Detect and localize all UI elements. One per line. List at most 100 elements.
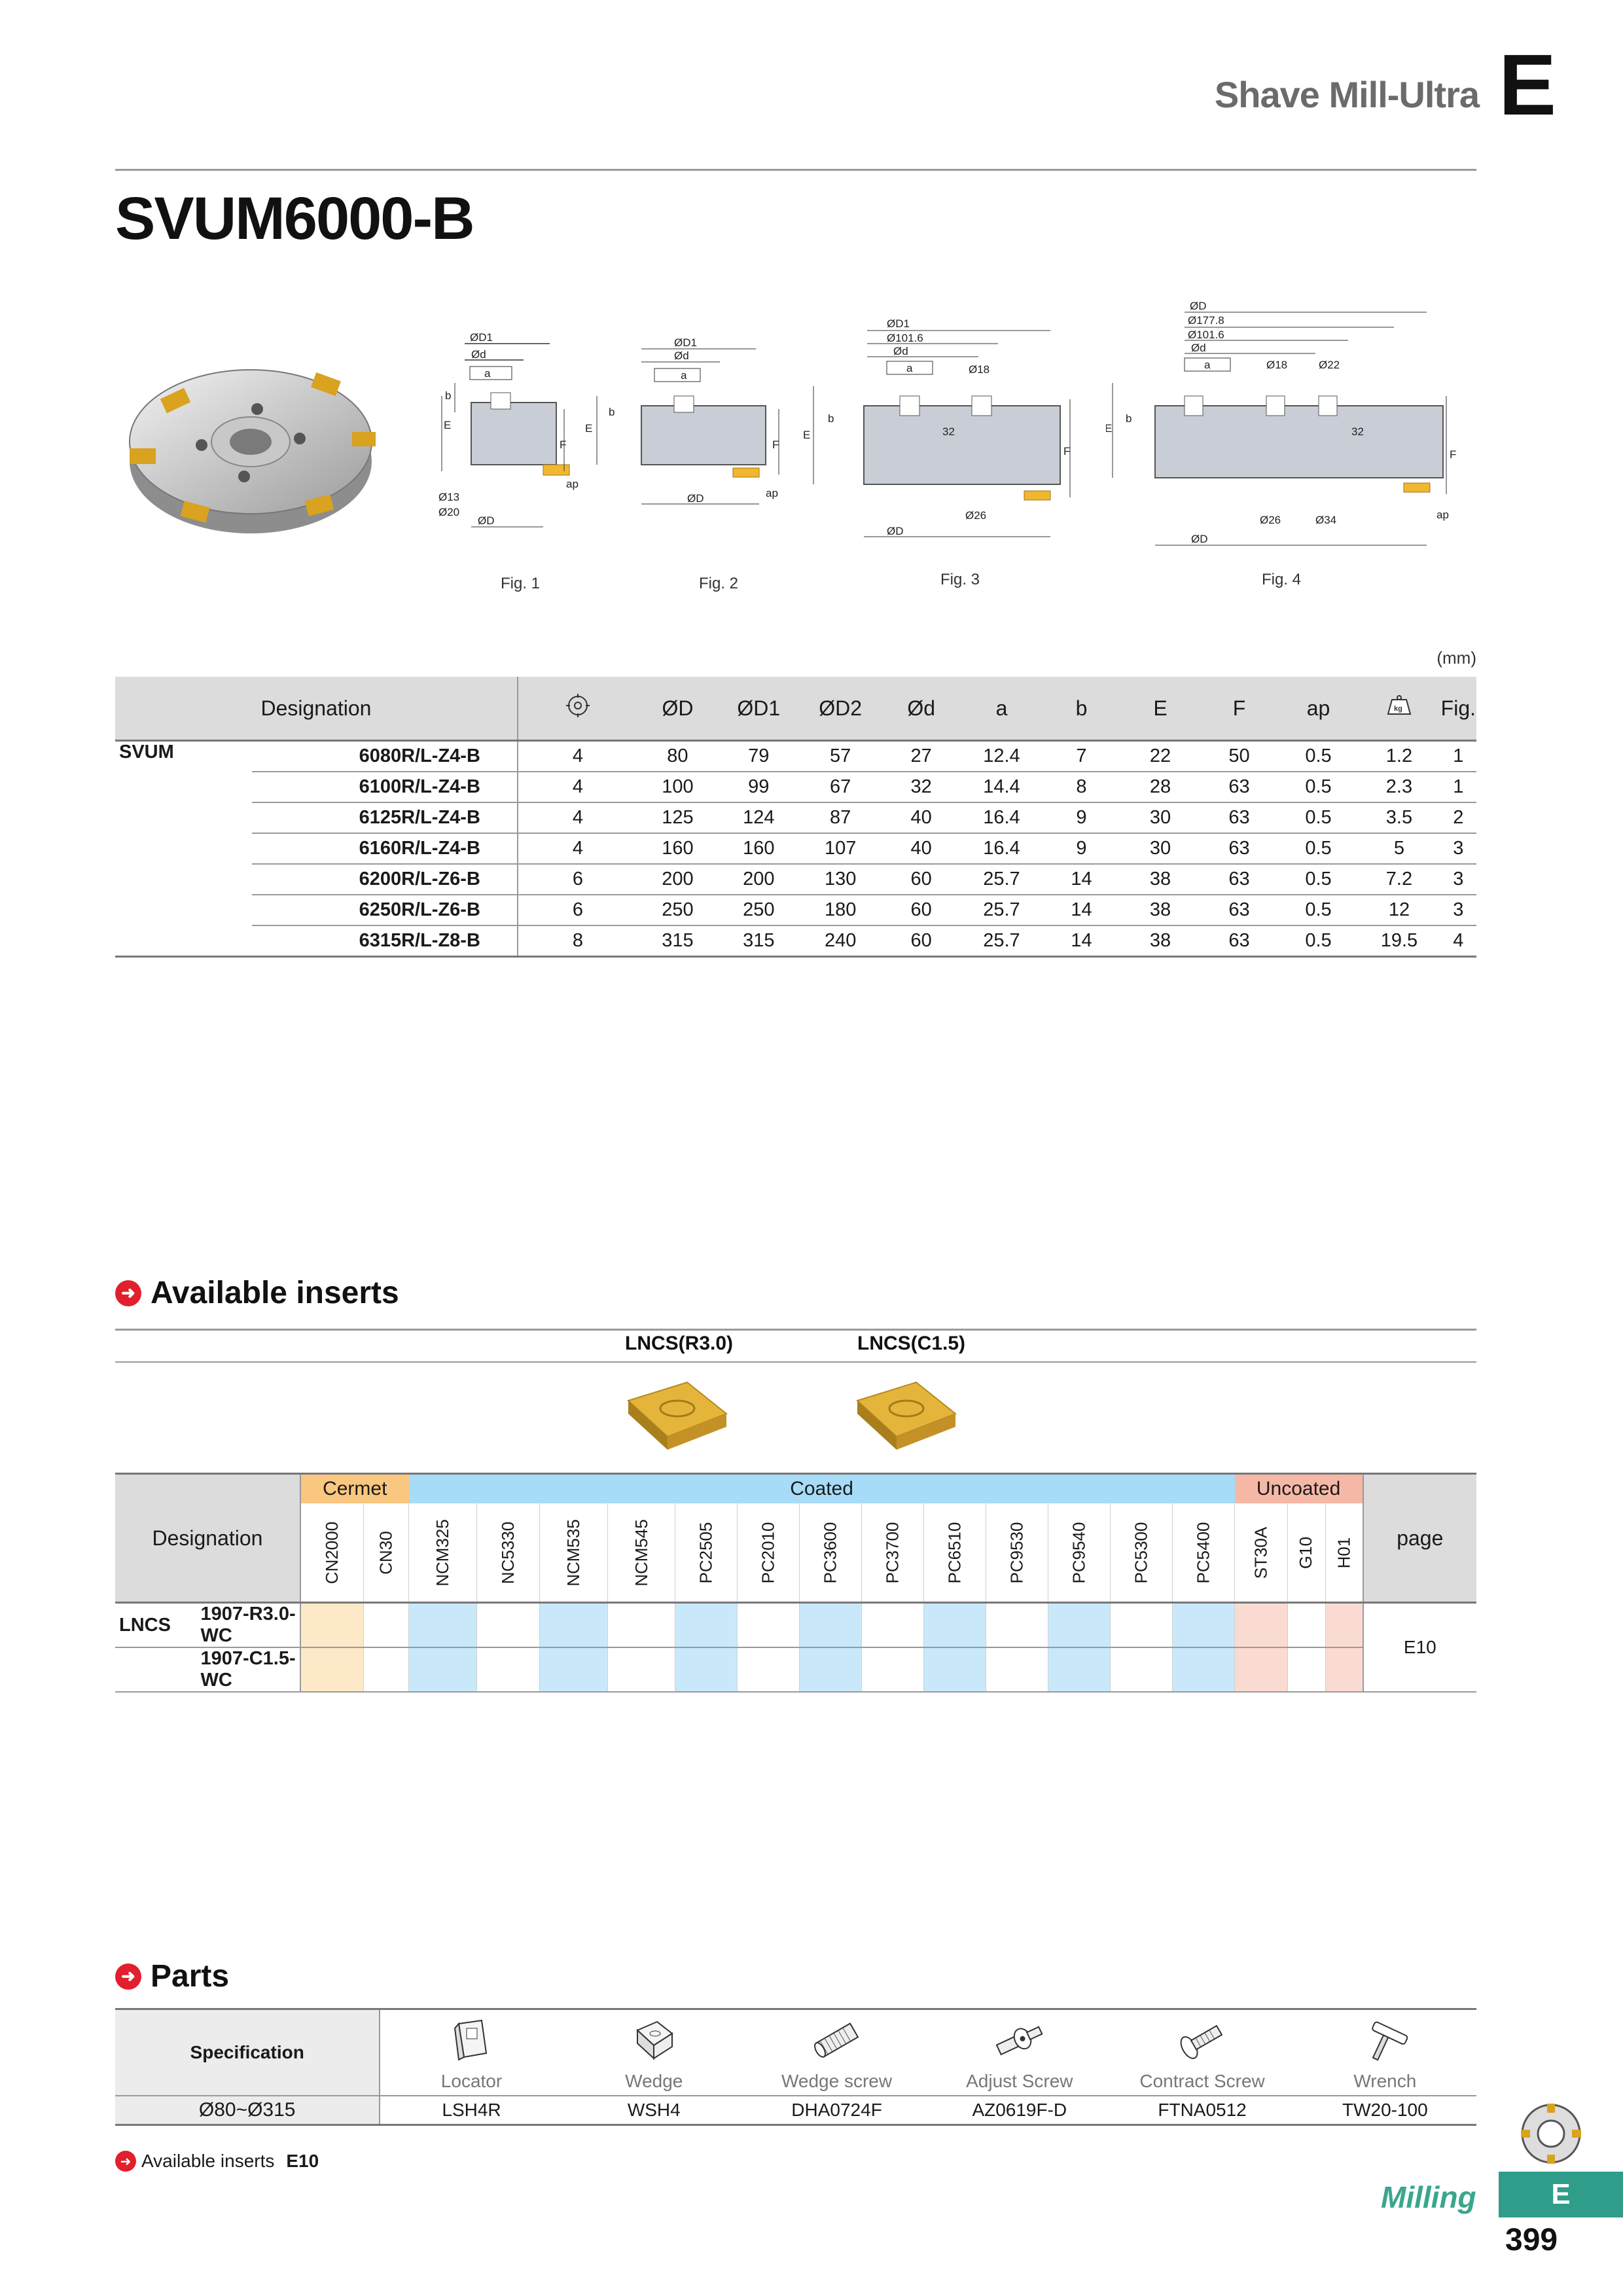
value-cell: 14 <box>1042 895 1121 926</box>
grade-cell <box>861 1602 924 1648</box>
value-cell: 130 <box>799 864 882 895</box>
fig2-drawing: ØD1 Ød a E b F ap ØD <box>585 336 779 505</box>
category-coated: Coated <box>408 1473 1235 1503</box>
value-cell: 5 <box>1358 833 1440 865</box>
grade-label: PC2010 <box>758 1522 778 1583</box>
grade-label: PC9530 <box>1007 1522 1027 1583</box>
wrench-icon <box>1372 2021 1408 2061</box>
grade-label: PC3600 <box>820 1522 840 1583</box>
svg-text:Ø26: Ø26 <box>1260 514 1281 526</box>
header-designation: Designation <box>115 677 518 742</box>
insert-page-ref[interactable]: E10 <box>1362 1602 1476 1693</box>
svg-text:ØD: ØD <box>887 525 904 537</box>
value-cell: 63 <box>1200 864 1279 895</box>
grade-cell <box>986 1602 1048 1648</box>
svg-text:a: a <box>681 369 687 382</box>
inserts-name-rule <box>115 1361 1476 1363</box>
designation-cell: 6080R/L-Z4-B <box>252 740 518 772</box>
svg-text:Ø26: Ø26 <box>965 509 986 522</box>
svg-text:b: b <box>828 412 834 425</box>
value-cell: 160 <box>717 833 800 865</box>
value-cell: 80 <box>637 740 718 772</box>
insert-grade-table: Designation Cermet Coated Uncoated page … <box>115 1473 1476 1693</box>
grade-header: G10 <box>1287 1503 1326 1603</box>
value-cell: 87 <box>799 802 882 834</box>
grade-header: CN2000 <box>300 1503 364 1603</box>
grade-label: ST30A <box>1251 1526 1271 1579</box>
grade-label: NCM545 <box>631 1518 651 1587</box>
svg-text:kg: kg <box>1394 705 1402 713</box>
svg-text:ØD: ØD <box>1191 533 1208 545</box>
svg-text:a: a <box>1204 359 1211 371</box>
header-dD: ØD <box>637 677 718 742</box>
wedge-icon <box>636 2020 673 2060</box>
insert-image-r30 <box>627 1381 728 1450</box>
value-cell: 6 <box>517 864 638 895</box>
grade-header: NCM545 <box>607 1503 675 1603</box>
grade-cell <box>1287 1602 1326 1648</box>
svg-text:Ød: Ød <box>893 345 908 357</box>
contract-screw-icon <box>1180 2024 1223 2059</box>
value-cell: 14.4 <box>961 772 1043 803</box>
header-F: F <box>1200 677 1279 742</box>
value-cell: 8 <box>517 925 638 958</box>
value-cell: 27 <box>881 740 961 772</box>
part-wrench: Wrench <box>1294 2009 1476 2096</box>
grade-cell <box>476 1647 540 1693</box>
header-dd: Ød <box>881 677 961 742</box>
grade-header: CN30 <box>363 1503 409 1603</box>
fig1-label: Fig. 1 <box>500 575 541 592</box>
value-cell: 7 <box>1042 740 1121 772</box>
svg-text:F: F <box>772 439 779 451</box>
value-cell: 30 <box>1120 802 1200 834</box>
value-cell: 25.7 <box>961 925 1043 958</box>
fig2-label: Fig. 2 <box>698 575 739 592</box>
value-cell: 25.7 <box>961 864 1043 895</box>
value-cell: 38 <box>1120 895 1200 926</box>
header-b: b <box>1042 677 1121 742</box>
grade-header: PC6510 <box>923 1503 986 1603</box>
page-number: 399 <box>1505 2223 1558 2257</box>
designation-cell: 6250R/L-Z6-B <box>252 895 518 926</box>
grade-cell <box>300 1602 364 1648</box>
value-cell: 125 <box>637 802 718 834</box>
grade-label: CN30 <box>376 1530 396 1575</box>
value-cell: 107 <box>799 833 882 865</box>
svg-text:F: F <box>560 439 566 451</box>
value-cell: 79 <box>717 740 800 772</box>
inserts-footnote-link[interactable]: ➜ Available inserts E10 <box>115 2151 319 2172</box>
weight-icon: kg <box>1358 677 1440 742</box>
svg-text:Ø18: Ø18 <box>1266 359 1287 371</box>
svg-text:Ød: Ød <box>674 350 689 362</box>
grade-cell <box>1110 1602 1173 1648</box>
grade-label: PC5300 <box>1131 1522 1151 1583</box>
milling-cutter-icon <box>1521 2104 1581 2164</box>
grade-header: PC9540 <box>1048 1503 1111 1603</box>
svg-text:ØD: ØD <box>478 514 495 527</box>
svg-text:Ø22: Ø22 <box>1319 359 1340 371</box>
value-cell: 50 <box>1200 740 1279 772</box>
grade-cell <box>1325 1602 1363 1648</box>
value-cell: 4 <box>517 740 638 772</box>
part-code-locator: LSH4R <box>442 2100 501 2120</box>
grade-cell <box>923 1647 986 1693</box>
value-cell: 0.5 <box>1278 864 1359 895</box>
value-cell: 200 <box>717 864 800 895</box>
part-code-adjust-screw: AZ0619F-D <box>972 2100 1067 2120</box>
svg-text:E: E <box>803 429 810 441</box>
value-cell: 3.5 <box>1358 802 1440 834</box>
part-locator: Locator <box>380 2009 562 2096</box>
parts-row-spec: Ø80~Ø315 <box>115 2096 381 2125</box>
svg-text:Ø18: Ø18 <box>969 363 990 376</box>
grade-label: CN2000 <box>322 1521 342 1584</box>
svg-text:ØD1: ØD1 <box>887 317 910 330</box>
part-label: Wedge screw <box>781 2070 893 2091</box>
grade-cell <box>408 1602 477 1648</box>
value-cell: 250 <box>717 895 800 926</box>
value-cell: 4 <box>1440 925 1476 958</box>
